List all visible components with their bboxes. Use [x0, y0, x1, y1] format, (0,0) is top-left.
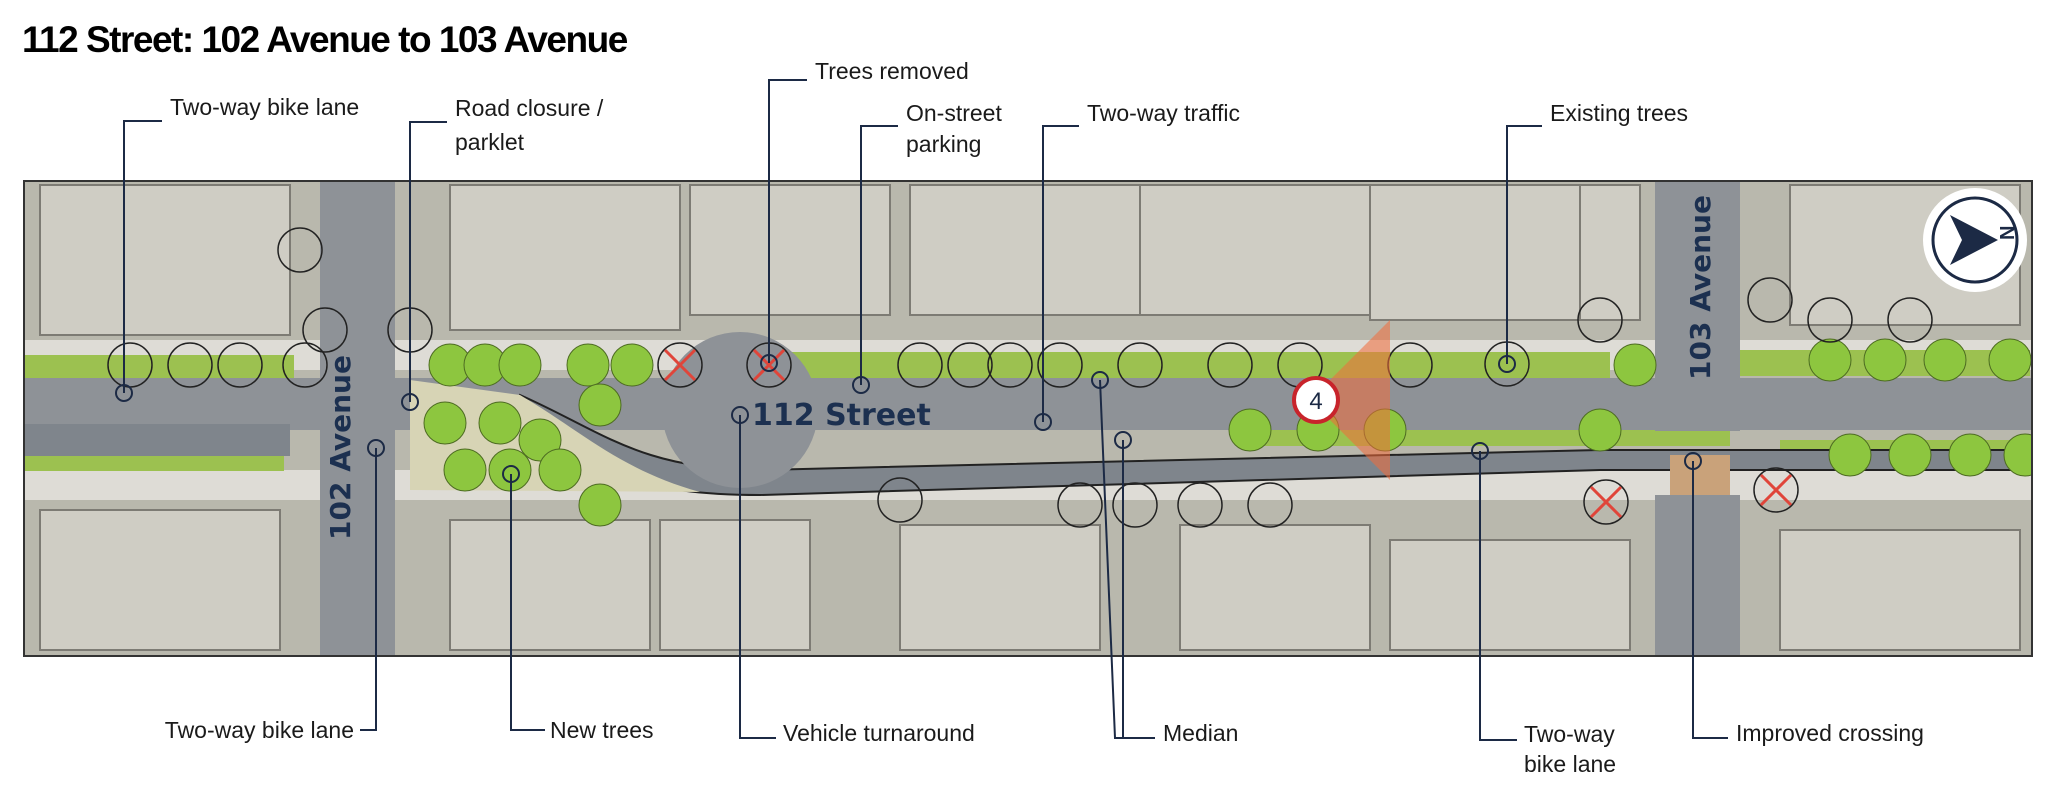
existing-tree-icon: [897, 342, 943, 388]
new-tree-icon: [1228, 408, 1272, 452]
svg-text:New trees: New trees: [550, 717, 654, 743]
new-tree-icon: [478, 401, 522, 445]
map-frame: [23, 180, 2033, 657]
existing-tree-icon: [1112, 482, 1158, 528]
removed-tree-icon: [752, 348, 786, 382]
existing-tree-icon: [1753, 467, 1799, 513]
existing-tree-icon: [1747, 277, 1793, 323]
avenue-102-road: [320, 181, 395, 656]
new-tree-icon: [1828, 433, 1872, 477]
callout-existing-trees: Existing trees: [1498, 100, 1688, 373]
svg-text:parklet: parklet: [455, 129, 525, 155]
existing-tree-icon: [1807, 297, 1853, 343]
svg-text:Vehicle turnaround: Vehicle turnaround: [783, 720, 975, 746]
callout-trees-removed: Trees removed: [760, 58, 969, 372]
north-arrow-icon: N: [1923, 188, 2027, 292]
avenue-103-road-south: [1655, 495, 1740, 656]
existing-tree-icon: [1057, 482, 1103, 528]
svg-text:Improved crossing: Improved crossing: [1736, 720, 1924, 746]
new-tree-icon: [1613, 343, 1657, 387]
callout-on-street-parking: On-street parking: [852, 100, 1002, 394]
svg-text:bike lane: bike lane: [1524, 751, 1616, 777]
callout-new-trees: New trees: [502, 465, 654, 743]
new-tree-icon: [1863, 338, 1907, 382]
view-cone: [1310, 320, 1390, 480]
new-tree-icon: [578, 483, 622, 527]
callout-vehicle-turnaround: Vehicle turnaround: [731, 406, 975, 746]
main-street-label: 112 Street: [752, 398, 931, 433]
existing-tree-icon: [1117, 342, 1163, 388]
svg-text:4: 4: [1309, 388, 1322, 415]
removed-tree-icon: [1759, 473, 1793, 507]
new-tree-icon: [1578, 408, 1622, 452]
avenue-103-road-north: [1655, 181, 1740, 431]
existing-tree-icon: [987, 342, 1033, 388]
existing-tree-icon: [1887, 297, 1933, 343]
existing-tree-icon: [1037, 342, 1083, 388]
new-tree-icon: [1888, 433, 1932, 477]
svg-text:On-street: On-street: [906, 100, 1002, 126]
new-tree-icon: [423, 401, 467, 445]
svg-text:Road closure /: Road closure /: [455, 95, 604, 121]
new-tree-icon: [2003, 433, 2032, 477]
svg-text:Median: Median: [1163, 720, 1238, 746]
new-tree-icon: [1923, 338, 1967, 382]
svg-text:N: N: [1997, 226, 2019, 240]
new-tree-icon: [566, 343, 610, 387]
callout-improved-crossing: Improved crossing: [1684, 452, 1924, 746]
existing-tree-icon: [1577, 297, 1623, 343]
new-tree-icon: [1988, 338, 2032, 382]
existing-tree-icon: [1177, 482, 1223, 528]
west-bike-lane: [24, 424, 290, 456]
existing-tree-icon: [1583, 479, 1629, 525]
callout-two-way-bike-lane-top: Two-way bike lane: [115, 94, 359, 402]
trees: [107, 227, 2032, 528]
new-tree-icon: [538, 448, 582, 492]
avenue-102-label: 102 Avenue: [324, 355, 357, 540]
existing-tree-icon: [282, 342, 328, 388]
svg-text:Existing trees: Existing trees: [1550, 100, 1688, 126]
svg-text:Two-way bike lane: Two-way bike lane: [165, 717, 354, 743]
new-tree-icon: [1808, 338, 1852, 382]
svg-text:Two-way: Two-way: [1524, 721, 1615, 747]
callout-two-way-bike-lane-bottom: Two-way bike lane: [165, 439, 385, 743]
removed-tree-icon: [1589, 485, 1623, 519]
svg-text:parking: parking: [906, 131, 981, 157]
existing-tree-icon: [1247, 482, 1293, 528]
svg-text:Two-way bike lane: Two-way bike lane: [170, 94, 359, 120]
buildings: [39, 184, 2021, 651]
callout-median: Median: [1091, 371, 1238, 746]
avenue-103-label: 103 Avenue: [1684, 195, 1717, 380]
existing-tree-icon: [302, 307, 348, 353]
svg-text:Trees removed: Trees removed: [815, 58, 969, 84]
removed-tree-icon: [663, 348, 697, 382]
callout-two-way-bike-lane-bottom-right: Two-way bike lane: [1471, 442, 1616, 777]
page-title: 112 Street: 102 Avenue to 103 Avenue: [22, 19, 628, 60]
plan-map: 112 Street 102 Avenue 103 Avenue 4 N: [23, 180, 2033, 657]
callout-two-way-traffic: Two-way traffic: [1034, 100, 1240, 431]
new-tree-icon: [610, 343, 654, 387]
new-tree-icon: [518, 418, 562, 462]
existing-tree-icon: [167, 342, 213, 388]
existing-tree-icon: [217, 342, 263, 388]
existing-tree-icon: [657, 342, 703, 388]
new-tree-icon: [443, 448, 487, 492]
new-tree-icon: [498, 343, 542, 387]
new-tree-icon: [578, 383, 622, 427]
svg-text:Two-way traffic: Two-way traffic: [1087, 100, 1240, 126]
existing-tree-icon: [877, 477, 923, 523]
callout-road-closure-parklet: Road closure / parklet: [401, 95, 604, 411]
viewpoint-marker-4: 4: [1292, 376, 1340, 424]
new-tree-icon: [1948, 433, 1992, 477]
existing-tree-icon: [277, 227, 323, 273]
existing-tree-icon: [947, 342, 993, 388]
existing-tree-icon: [1207, 342, 1253, 388]
